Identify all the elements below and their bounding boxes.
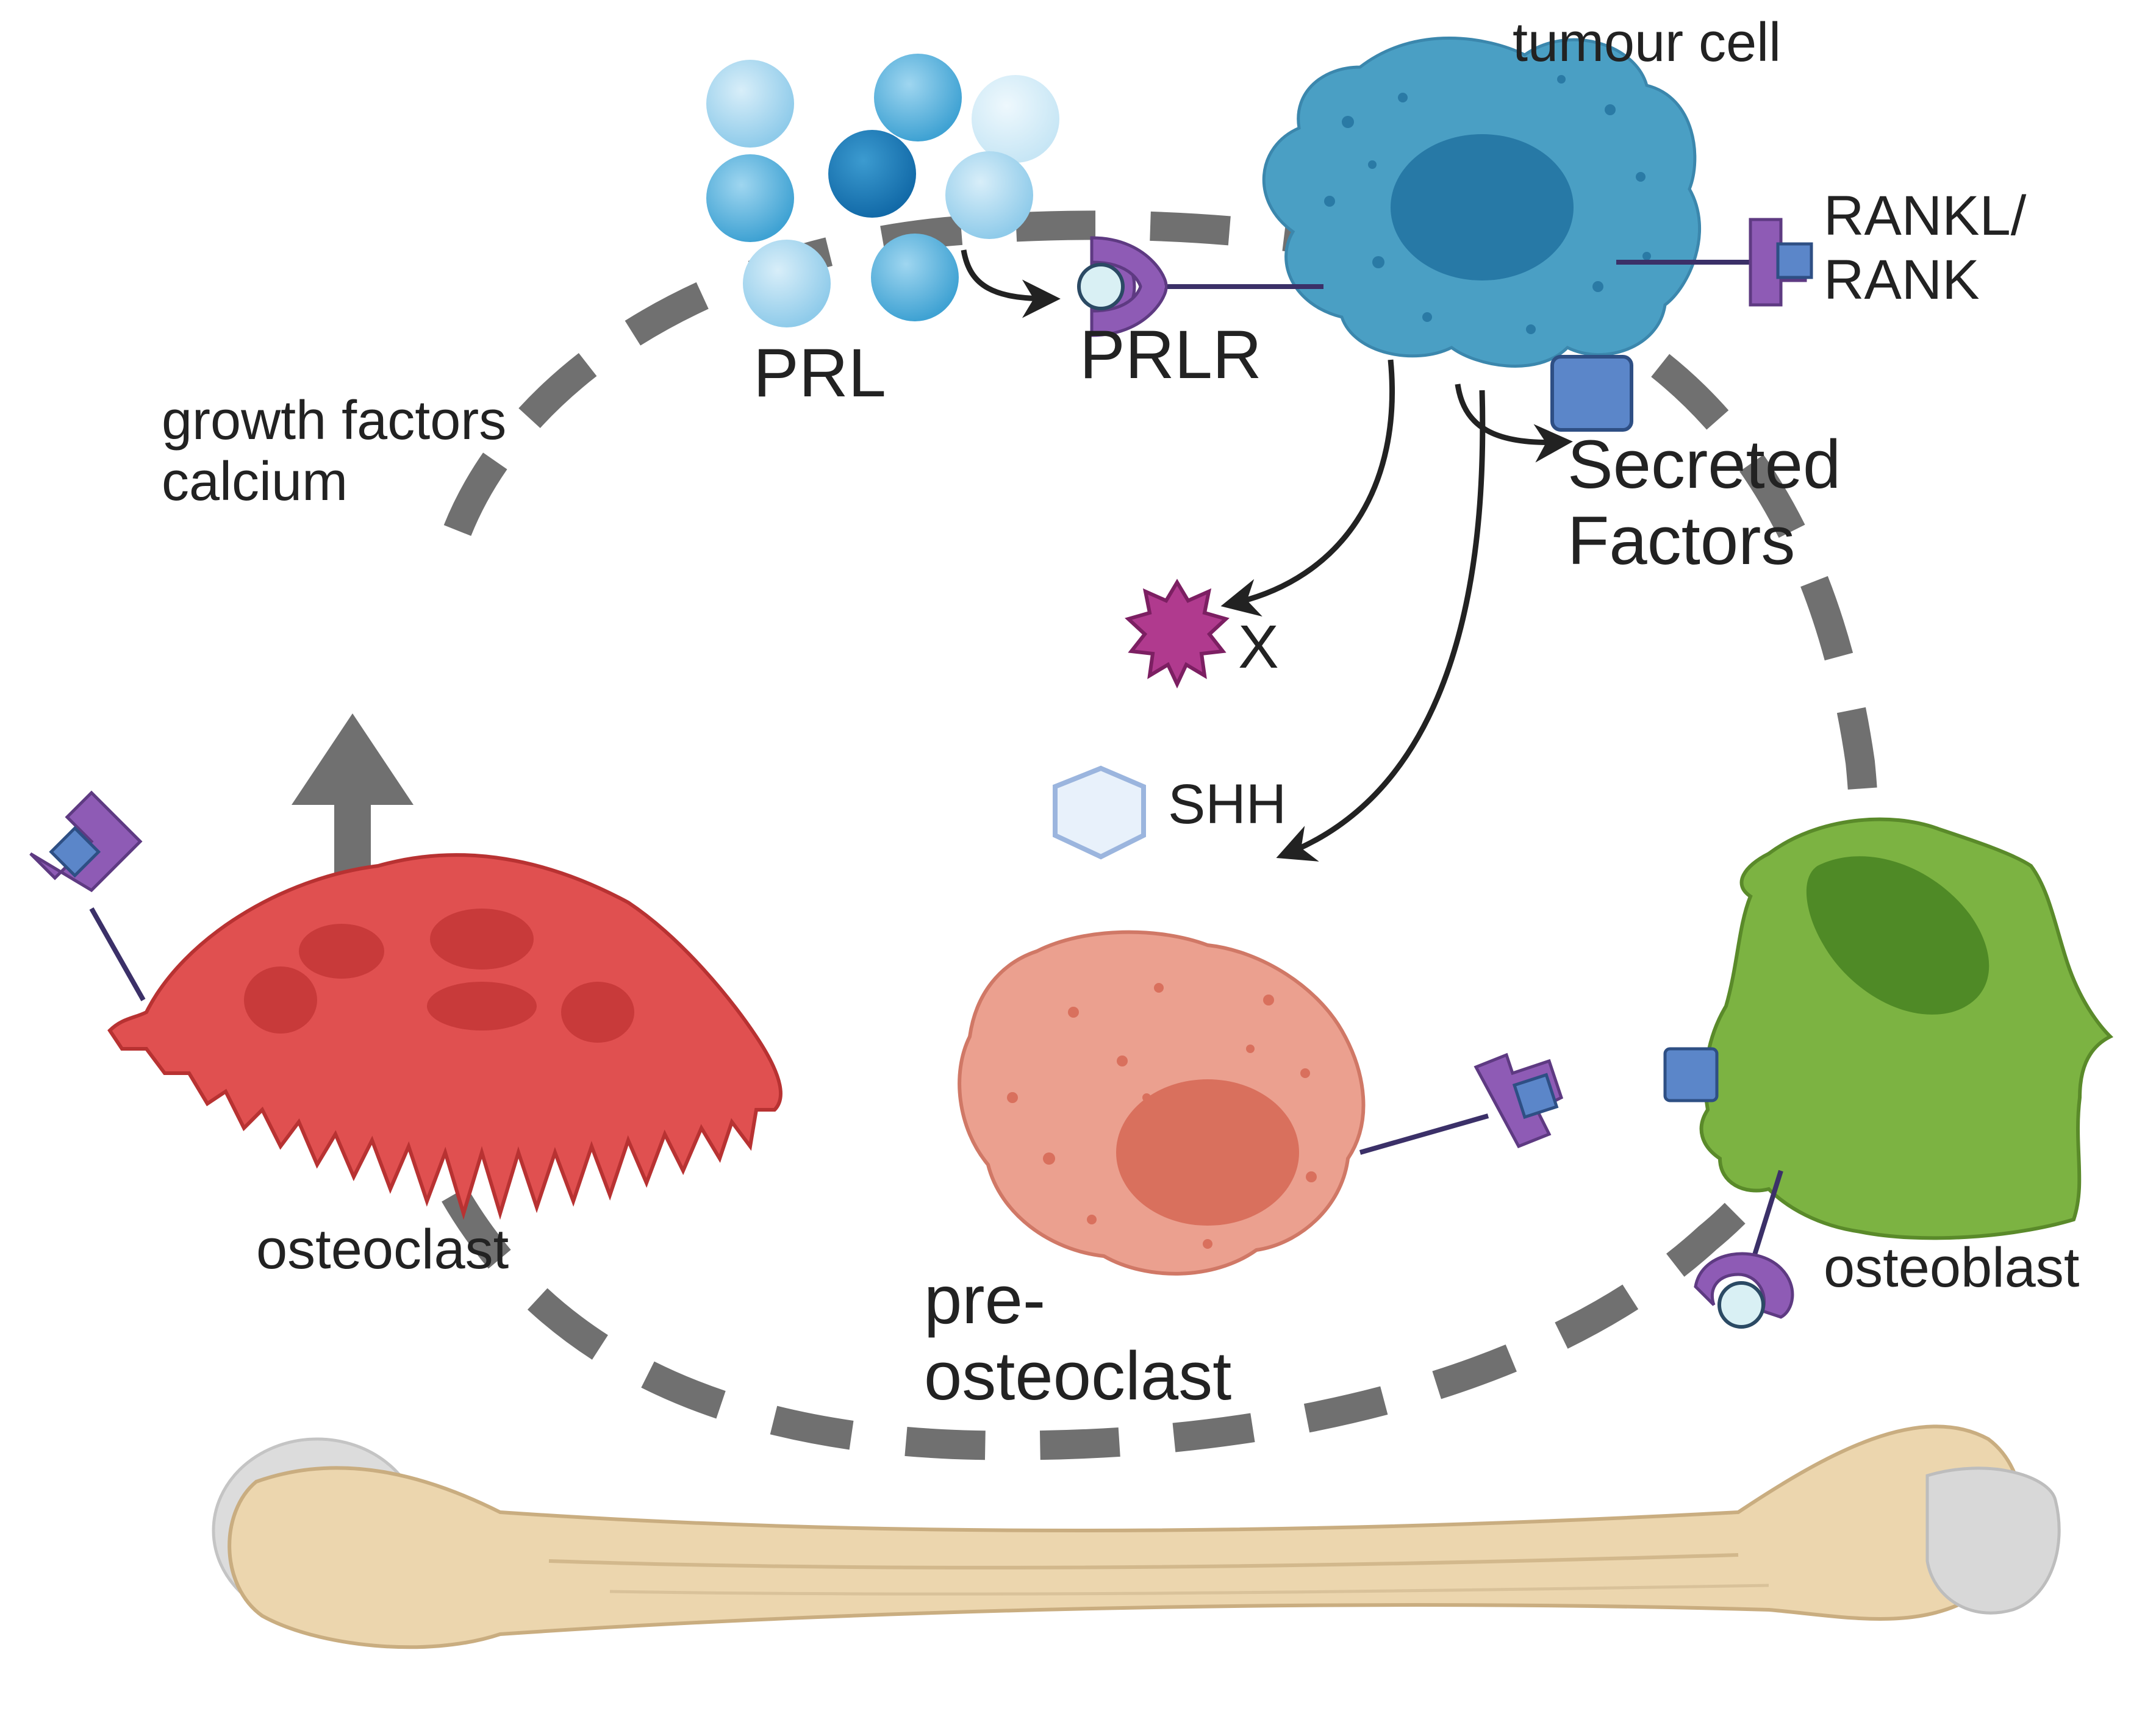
growth-factors-label-1: growth factors [162,390,506,451]
prlr-label: PRLR [1080,316,1262,393]
prl-ball [972,75,1059,163]
osteoblast-body [1699,817,2114,1240]
rankl-rank-receptor-tumour [1616,218,1813,307]
shh-label: SHH [1168,773,1286,835]
osteoblast-nucleus [1806,856,1989,1015]
prl-ball [706,60,794,148]
prl-label: PRL [753,335,886,411]
tumour-to-preosteoclast-arrow [1276,390,1486,862]
bone-end-right-cap [1925,1466,2061,1615]
prl-to-prlr-arrow [961,249,1061,318]
rank-receptor-osteoclast [29,790,146,1001]
osteoclast-cell [107,853,783,1220]
rank-ligand [1776,242,1813,279]
bone-shaft [227,1424,2024,1649]
secreted-factors-label-2: Factors [1567,502,1795,579]
rankl-ligand-osteoblast [1663,1047,1719,1102]
x-factor-label: X [1238,613,1279,681]
pre-osteoclast-cell [958,930,1366,1276]
osteoclast-body [107,853,783,1220]
tumour-cell-label: tumour cell [1513,12,1781,73]
prl-ball [743,240,831,327]
tumour-to-x-arrow [1220,359,1395,617]
osteoclast-label: osteoclast [256,1218,509,1281]
rank-ligand [1512,1073,1559,1120]
tumour-to-secreted-arrow [1455,384,1573,463]
pre-osteoclast-nucleus [1116,1079,1299,1226]
prlr-ligand [1077,263,1125,310]
shh-molecule [1053,765,1146,860]
upward-flow-arrow [292,713,414,878]
rankl-rank-label-2: RANK [1824,249,1980,311]
bone-shading-2 [609,1584,1769,1596]
prl-molecules [706,54,1059,327]
prl-ball [706,154,794,242]
growth-factors-label-2: calcium [162,451,348,512]
prl-ball [874,54,962,141]
prl-ball [945,151,1033,239]
osteoblast-cell [1699,817,2114,1240]
bone-shading [548,1553,1739,1570]
rank-receptor-preosteoclast [1359,1052,1564,1155]
pre-osteoclast-label-1: pre- [924,1262,1045,1338]
pre-osteoclast-label-2: osteoclast [924,1338,1231,1414]
x-factor-molecule [1125,579,1230,689]
prlr-ligand [1717,1281,1765,1329]
secreted-factors-label-1: Secreted [1567,426,1841,502]
rankl-rank-label-1: RANKL/ [1824,185,2027,247]
osteoblast-label: osteoblast [1824,1237,2079,1299]
prl-ball [871,234,959,321]
prl-ball [828,130,916,218]
tumour-cell [1262,37,1702,368]
tumour-nucleus [1391,134,1574,280]
bone [212,1424,2061,1649]
prlr-receptor-osteoblast [1694,1170,1794,1329]
secreted-factor-square [1550,355,1633,432]
prlr-receptor [1077,236,1323,337]
rank-ligand [49,826,101,878]
